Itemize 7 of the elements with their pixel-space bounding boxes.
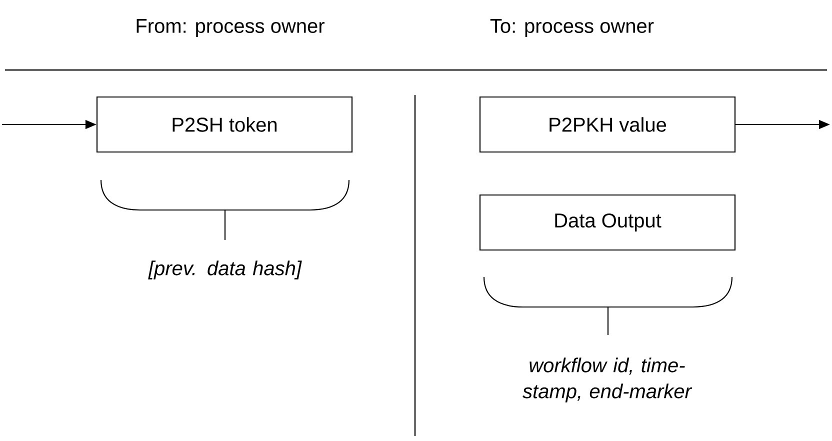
process-box: Data Output — [479, 194, 736, 251]
column-heading: From: process owner — [136, 19, 324, 37]
annotation: workflow id, time-stamp, end-marker — [522, 358, 692, 402]
process-box: P2PKH value — [479, 96, 736, 153]
process-box: P2SH token — [96, 96, 353, 153]
column-heading: To: process owner — [490, 19, 654, 37]
annotation: [prev. data hash] — [148, 260, 302, 280]
